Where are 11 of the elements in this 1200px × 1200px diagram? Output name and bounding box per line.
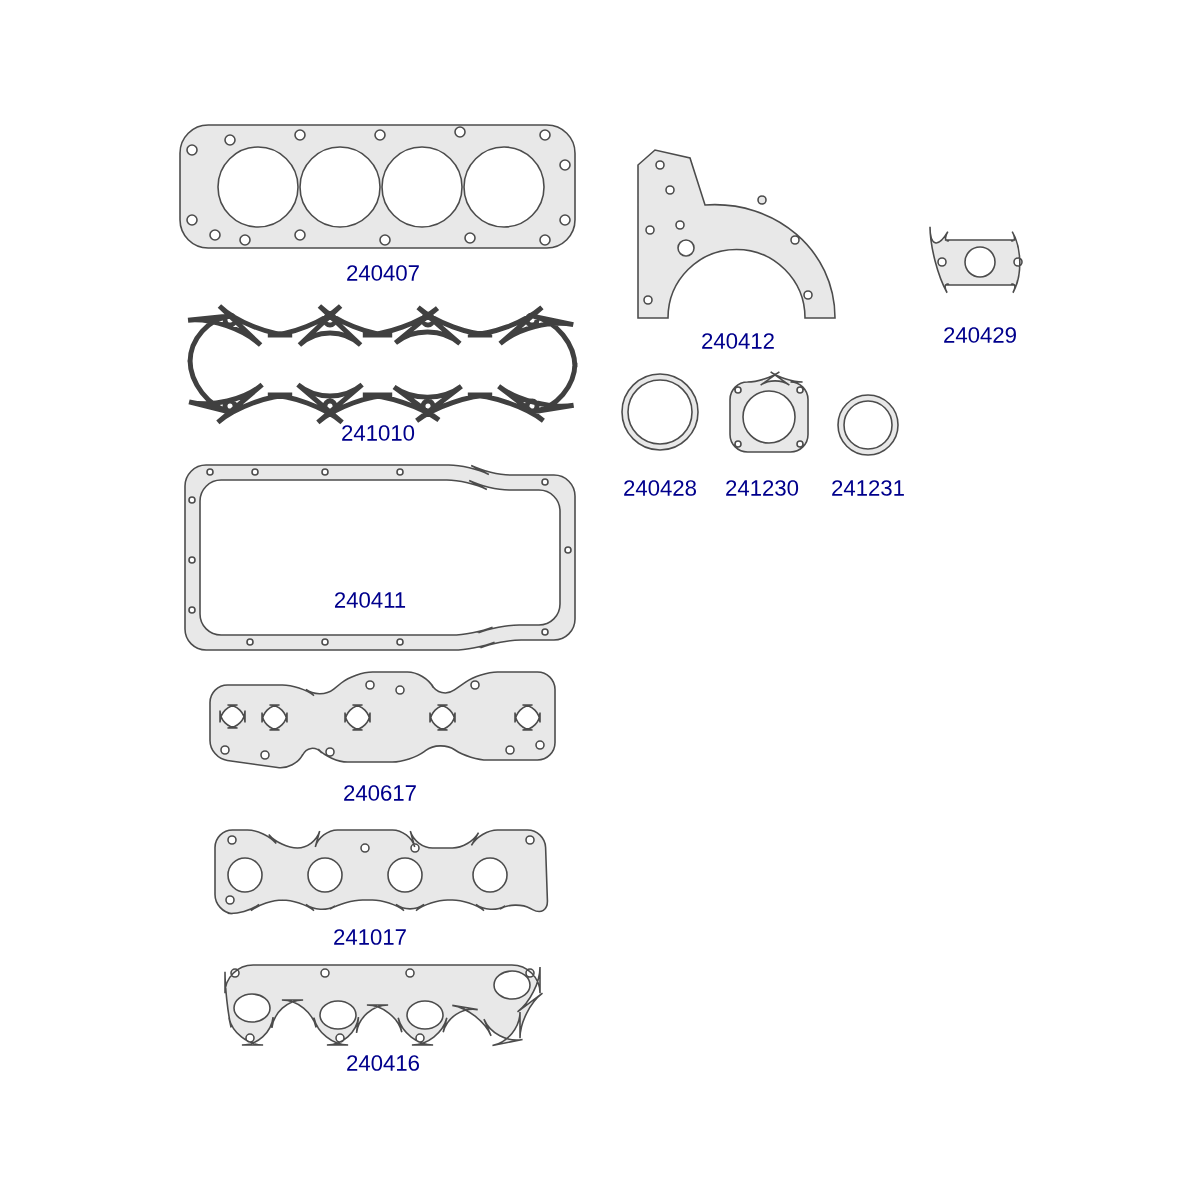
part-number: 241017 bbox=[334, 929, 406, 945]
part-number: 240416 bbox=[347, 1055, 419, 1071]
part-number: 240617 bbox=[344, 785, 416, 801]
part-number: 240411 bbox=[334, 592, 406, 608]
part-number: 241010 bbox=[342, 425, 415, 441]
part-number: 240428 bbox=[624, 480, 696, 496]
part-number: 240429 bbox=[944, 327, 1016, 343]
part-number: 240407 bbox=[347, 265, 419, 281]
part-number: 241230 bbox=[726, 480, 799, 496]
part-number: 240412 bbox=[702, 333, 774, 349]
part-number: 241231 bbox=[832, 480, 904, 496]
